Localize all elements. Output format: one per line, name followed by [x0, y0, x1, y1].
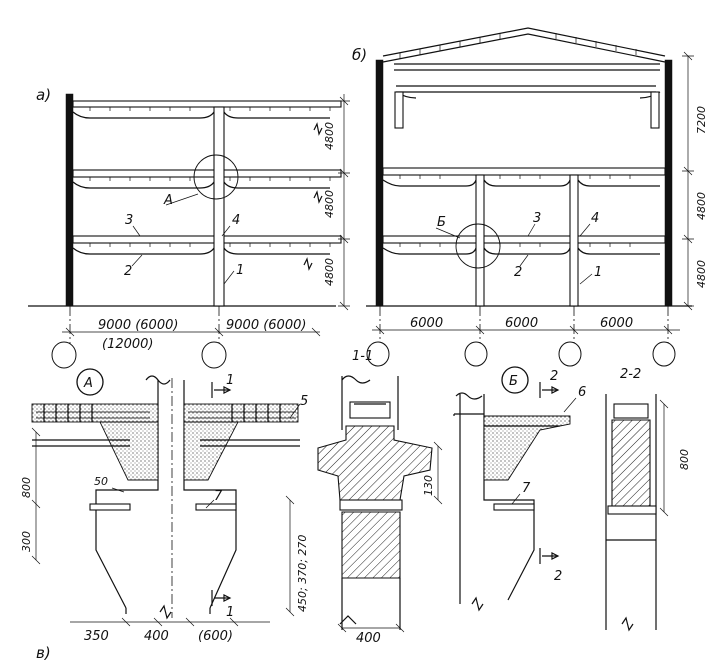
frame-b-part-4: 4 [591, 211, 599, 226]
cut-2-bottom: 2 [554, 569, 562, 584]
section-2-2: 2-2 800 [605, 367, 691, 632]
detail-a-title: А [83, 376, 93, 391]
frame-a: а) А 3 [28, 86, 350, 369]
fig-a-label: а) [36, 86, 51, 104]
section-1-1: 1-1 400 130 [317, 349, 443, 646]
detail-a-part-5: 5 [300, 394, 308, 409]
detail-b: Б 2 2 6 7 [453, 366, 586, 612]
detail-a-dim-300: 300 [20, 531, 33, 552]
frame-a-height-2: 4800 [323, 190, 336, 218]
fig-v-label: в) [36, 644, 51, 660]
detail-a: А 1 1 5 7 800 300 [20, 368, 309, 660]
frame-b-height-1: 4800 [695, 260, 708, 288]
detail-a-dim-50: 50 [94, 475, 108, 488]
detail-a-dim-800: 800 [20, 477, 33, 498]
detail-a-dim-600: (600) [198, 629, 233, 644]
frame-b-span-1: 6000 [410, 316, 443, 331]
frame-b-span-2: 6000 [505, 316, 538, 331]
frame-a-part-3: 3 [125, 213, 133, 228]
section-1-1-title: 1-1 [352, 349, 373, 364]
frame-b-part-3: 3 [533, 211, 541, 226]
frame-a-part-2: 2 [124, 264, 132, 279]
frame-a-span-2: 9000 (6000) [226, 318, 306, 333]
cut-1-bottom: 1 [226, 605, 234, 620]
node-a-marker: А [163, 193, 173, 208]
frame-b: б) Б 3 4 [352, 27, 708, 367]
section-1-1-dim-400: 400 [356, 631, 381, 646]
frame-b-part-1: 1 [594, 265, 602, 280]
frame-a-height-1: 4800 [323, 258, 336, 286]
section-2-2-title: 2-2 [620, 367, 641, 382]
frame-b-height-2: 4800 [695, 192, 708, 220]
frame-b-part-2: 2 [514, 265, 522, 280]
detail-b-dim-800: 800 [678, 449, 691, 470]
fig-b-label: б) [352, 46, 367, 64]
detail-a-dim-400: 400 [144, 629, 169, 644]
detail-a-dim-350: 350 [84, 629, 109, 644]
detail-a-dim-var: 450; 370; 270 [296, 535, 309, 612]
section-1-1-dim-130: 130 [422, 475, 435, 496]
detail-b-part-6: 6 [578, 385, 586, 400]
frame-a-height-3: 4800 [323, 122, 336, 150]
cut-1-top: 1 [226, 373, 234, 388]
frame-b-height-3: 7200 [695, 106, 708, 134]
detail-a-part-7: 7 [214, 489, 223, 504]
frame-a-span-alt: (12000) [102, 337, 154, 352]
frame-a-part-4: 4 [232, 213, 240, 228]
node-b-marker: Б [437, 215, 446, 230]
detail-b-title: Б [509, 374, 518, 389]
frame-a-span-1: 9000 (6000) [98, 318, 178, 333]
frame-b-span-3: 6000 [600, 316, 633, 331]
detail-b-part-7: 7 [522, 481, 531, 496]
cut-2-top: 2 [550, 369, 558, 384]
frame-a-part-1: 1 [236, 263, 244, 278]
